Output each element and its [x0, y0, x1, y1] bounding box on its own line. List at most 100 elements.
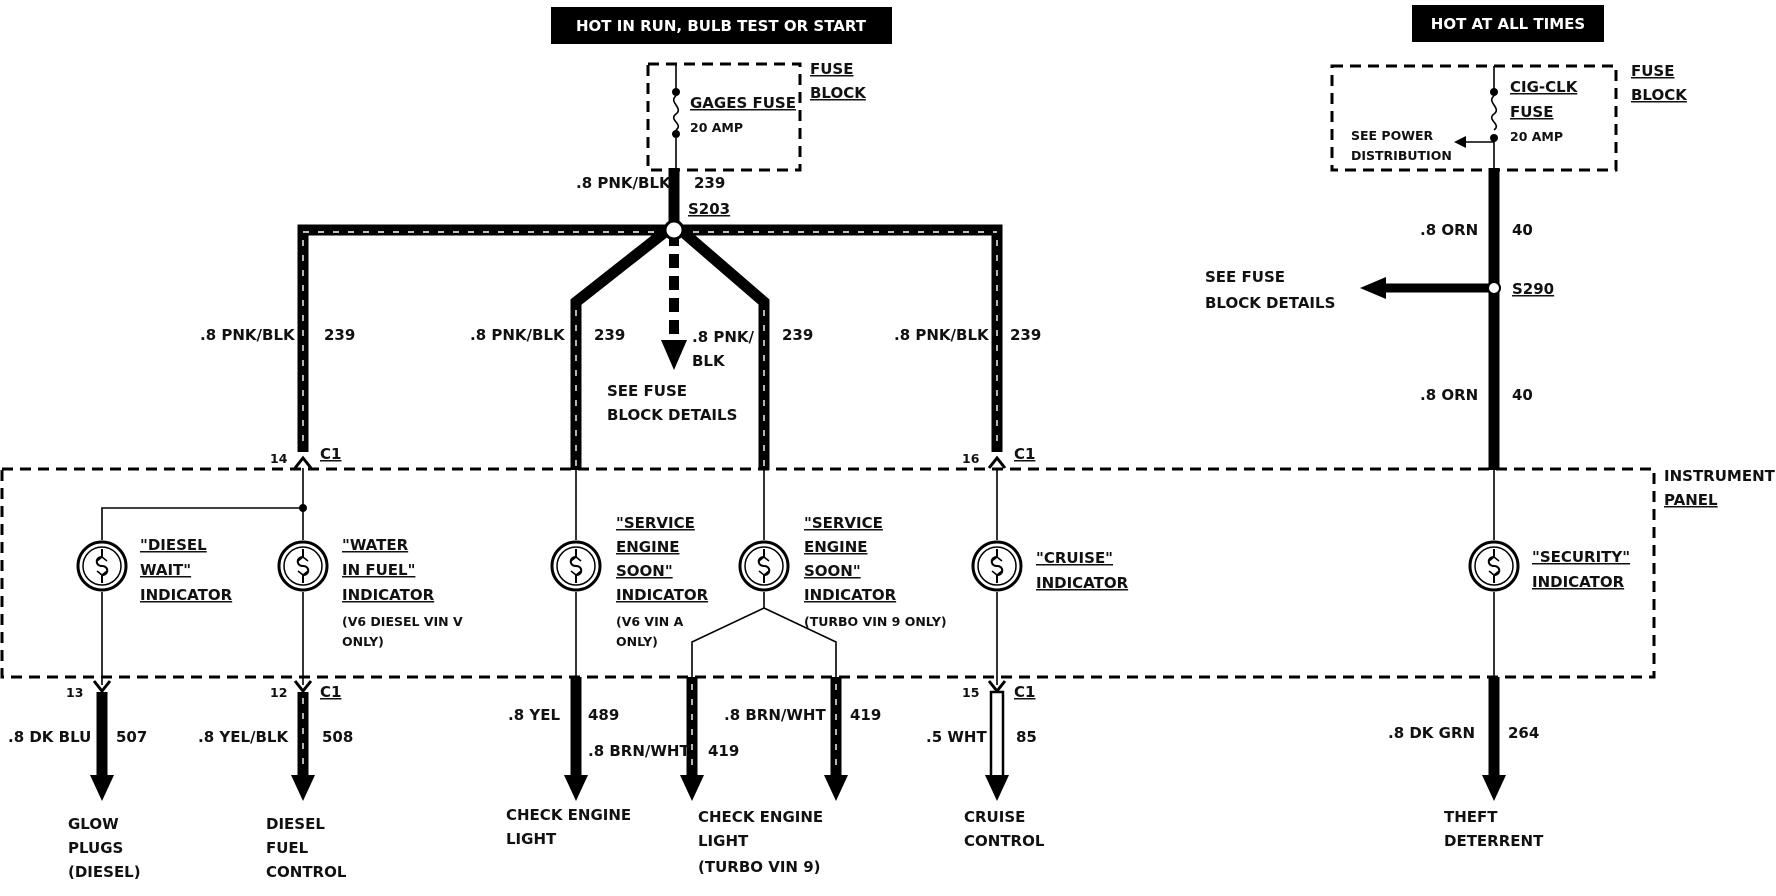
ses-v6-label-3: SOON" — [616, 562, 673, 580]
wire-label-brnwht-left: .8 BRN/WHT — [588, 742, 690, 760]
dest-glow-plugs-1: GLOW — [68, 815, 119, 833]
diesel-wait-label-1: "DIESEL — [140, 536, 207, 554]
wire-brnwht-419-left — [680, 677, 704, 801]
wire-label-trunk-num: 239 — [694, 174, 725, 192]
water-fuel-note-1: (V6 DIESEL VIN V — [342, 614, 463, 629]
gages-fuse-amp: 20 AMP — [690, 120, 743, 135]
ses-v6-label-2: ENGINE — [616, 538, 680, 556]
fuse-block-right: CIG-CLK FUSE 20 AMP SEE POWER DISTRIBUTI… — [1330, 62, 1688, 172]
wire-label-wht-num: 85 — [1016, 728, 1037, 746]
wire-label-orn-lower-num: 40 — [1512, 386, 1533, 404]
security-label-2: INDICATOR — [1532, 573, 1625, 591]
dest-theft-deterrent-1: THEFT — [1444, 808, 1498, 826]
header-hot-at-all-times-text: HOT AT ALL TIMES — [1431, 15, 1585, 33]
dest-theft-deterrent-2: DETERRENT — [1444, 832, 1544, 850]
wire-wht-85 — [985, 690, 1009, 801]
pin-16-label: 16 — [962, 451, 980, 466]
fuse-block-left-label-1: FUSE — [810, 60, 853, 78]
pin-14-label: 14 — [270, 451, 288, 466]
bulb-service-engine-soon-turbo — [738, 540, 790, 592]
security-label-1: "SECURITY" — [1532, 548, 1630, 566]
wire-label-left-color: .8 PNK/BLK — [200, 326, 296, 344]
connector-c1-pin16: 16 C1 — [962, 445, 1035, 470]
header-hot-in-run-text: HOT IN RUN, BULB TEST OR START — [576, 17, 867, 35]
wire-label-right-num: 239 — [1010, 326, 1041, 344]
fuse-block-left: GAGES FUSE 20 AMP FUSE BLOCK — [646, 60, 867, 172]
wire-label-ses1-color: .8 PNK/BLK — [470, 326, 566, 344]
dest-check-engine-2-line1: CHECK ENGINE — [698, 808, 823, 826]
arrow-left-icon — [1360, 277, 1386, 299]
fuse-block-left-label-2: BLOCK — [810, 84, 867, 102]
dest-diesel-fuel-3: CONTROL — [266, 863, 347, 881]
diesel-wait-label-3: INDICATOR — [140, 586, 233, 604]
cig-clk-fuse-label-1: CIG-CLK — [1510, 78, 1579, 96]
ses-v6-label-4: INDICATOR — [616, 586, 709, 604]
c1-label-bottom-right: C1 — [1014, 683, 1035, 701]
instrument-panel-label-1: INSTRUMENT — [1664, 467, 1776, 485]
wire-label-brnwht-left-num: 419 — [708, 742, 739, 760]
bulb-cruise — [971, 540, 1023, 592]
ses-v6-label-1: "SERVICE — [616, 514, 695, 532]
instrument-panel-boundary — [0, 467, 1656, 679]
cig-clk-fuse-label-2: FUSE — [1510, 103, 1553, 121]
splice-s203-dot — [663, 219, 685, 241]
gages-fuse-label: GAGES FUSE — [690, 94, 796, 112]
wire-label-dkgrn-num: 264 — [1508, 724, 1539, 742]
header-hot-at-all-times: HOT AT ALL TIMES — [1412, 5, 1604, 42]
c1-label-bottom-left: C1 — [320, 683, 341, 701]
wire-yel-489 — [564, 677, 588, 801]
dest-check-engine-2-line3: (TURBO VIN 9) — [698, 858, 820, 876]
wire-label-wht: .5 WHT — [926, 728, 987, 746]
see-power-distribution-2: DISTRIBUTION — [1351, 148, 1452, 163]
wire-harness-239 — [297, 168, 1003, 470]
ses-turbo-label-3: SOON" — [804, 562, 861, 580]
cruise-label-1: "CRUISE" — [1036, 549, 1113, 567]
c1-label-left: C1 — [320, 445, 341, 463]
wire-label-brnwht-right: .8 BRN/WHT — [724, 706, 826, 724]
wire-label-left-num: 239 — [324, 326, 355, 344]
cruise-label-2: INDICATOR — [1036, 574, 1129, 592]
bulb-service-engine-soon-v6 — [550, 540, 602, 592]
splice-s203-label: S203 — [688, 200, 730, 218]
see-fuse-block-center-1: SEE FUSE — [607, 382, 687, 400]
dest-check-engine-1-line1: CHECK ENGINE — [506, 806, 631, 824]
fuse-block-right-label-1: FUSE — [1631, 62, 1674, 80]
see-fuse-block-right-2: BLOCK DETAILS — [1205, 294, 1335, 312]
bulb-water-in-fuel — [277, 540, 329, 592]
arrow-left-icon — [1454, 136, 1466, 148]
wire-label-ses2-num: 239 — [782, 326, 813, 344]
wire-dkgrn-264 — [1482, 677, 1506, 801]
wire-brnwht-419-right — [824, 677, 848, 801]
dest-cruise-control-1: CRUISE — [964, 808, 1025, 826]
wire-label-yelblk-num: 508 — [322, 728, 353, 746]
wire-label-ses1-num: 239 — [594, 326, 625, 344]
wire-label-center-color-1: .8 PNK/ — [692, 328, 755, 346]
fuse-block-right-label-2: BLOCK — [1631, 86, 1688, 104]
dest-diesel-fuel-2: FUEL — [266, 839, 309, 857]
ses-turbo-label-4: INDICATOR — [804, 586, 897, 604]
bulb-security — [1468, 540, 1520, 592]
wire-yelblk-508 — [291, 692, 315, 801]
dest-check-engine-1-line2: LIGHT — [506, 830, 557, 848]
wire-label-right-color: .8 PNK/BLK — [894, 326, 990, 344]
wire-label-yel-num: 489 — [588, 706, 619, 724]
pin-12-label: 12 — [270, 685, 287, 700]
splice-s290-dot — [1487, 281, 1501, 295]
connector-c1-pin14: 14 C1 — [270, 445, 341, 470]
wire-label-trunk-color: .8 PNK/BLK — [576, 174, 672, 192]
diesel-wait-label-2: WAIT" — [140, 561, 191, 579]
c1-label-right: C1 — [1014, 445, 1035, 463]
wire-label-dkblu-num: 507 — [116, 728, 147, 746]
ses-v6-note-1: (V6 VIN A — [616, 614, 684, 629]
wire-label-orn-upper: .8 ORN — [1420, 221, 1478, 239]
see-power-distribution-1: SEE POWER — [1351, 128, 1434, 143]
fuse-symbol-icon — [672, 95, 680, 131]
instrument-panel-label-2: PANEL — [1664, 491, 1718, 509]
bulb-diesel-wait — [76, 540, 128, 592]
water-fuel-label-2: IN FUEL" — [342, 561, 415, 579]
ses-turbo-note-1: (TURBO VIN 9 ONLY) — [804, 614, 947, 629]
wire-label-orn-lower: .8 ORN — [1420, 386, 1478, 404]
dest-glow-plugs-3: (DIESEL) — [68, 863, 141, 881]
wire-label-center-color-2: BLK — [692, 352, 726, 370]
